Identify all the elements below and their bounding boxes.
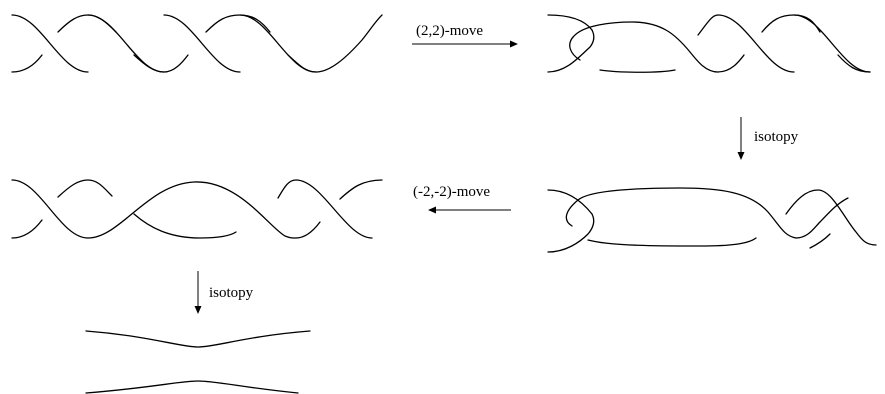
move-label: isotopy: [209, 285, 254, 301]
braid-strand: [809, 233, 831, 249]
braid-after-minus-two-move: [11, 179, 383, 239]
braid-strand: [547, 213, 595, 253]
braid-strand: [163, 14, 241, 73]
braid-strand: [785, 189, 877, 246]
braid-strand: [599, 69, 676, 73]
braid-strand: [57, 14, 117, 33]
braid-strand: [11, 179, 89, 239]
braid-strand: [87, 14, 165, 73]
move-arrow-right: (2,2)-move: [412, 23, 518, 48]
braid-strand: [133, 213, 237, 239]
braid-strand: [587, 237, 757, 247]
braid-strand: [133, 54, 189, 73]
trivial-braid-result: [85, 330, 311, 394]
braid-strand: [277, 179, 373, 239]
braid-strand: [295, 221, 321, 239]
braid-strand: [205, 14, 271, 33]
braid-strand: [717, 54, 745, 73]
braid-strand: [717, 14, 795, 73]
braid-strand: [547, 14, 593, 31]
braid-strand: [57, 179, 113, 198]
braid-strand: [11, 54, 43, 73]
move-arrow-down-left: isotopy: [194, 271, 254, 314]
move-label: (2,2)-move: [416, 23, 483, 39]
braid-strand: [11, 219, 43, 239]
move-label: (-2,-2)-move: [413, 184, 490, 200]
braid-strand: [85, 380, 299, 394]
braid-strand: [339, 179, 383, 200]
braid-strand: [565, 187, 797, 239]
braid-strand: [85, 330, 311, 348]
braid-four-crossings: [11, 14, 383, 73]
braid-strand: [11, 14, 89, 73]
braid-after-two-two-move: [547, 14, 871, 73]
braid-strand: [697, 14, 719, 36]
move-label: isotopy: [754, 129, 799, 145]
braid-strand: [287, 14, 383, 73]
braid-strand: [547, 29, 595, 73]
braid-after-isotopy: [547, 187, 877, 253]
braid-strand: [547, 189, 593, 215]
braid-strand: [87, 181, 297, 239]
move-arrow-down-right: isotopy: [737, 117, 799, 160]
braid-strand: [795, 197, 849, 239]
braid-strand: [793, 14, 871, 73]
move-arrow-left: (-2,-2)-move: [413, 184, 511, 214]
braid-strand: [761, 14, 821, 33]
braid-strand: [239, 14, 317, 73]
braid-strand: [837, 54, 871, 73]
braid-strand: [569, 21, 719, 73]
